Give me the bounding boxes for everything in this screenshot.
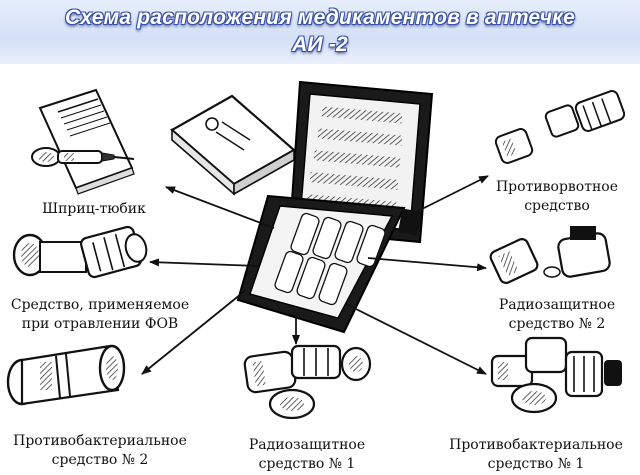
arrow-icon [149, 258, 259, 267]
pill-vial-icon [489, 226, 611, 284]
syringe-tube-icon [31, 147, 135, 167]
arrow-icon [403, 175, 489, 219]
label-syringe-tube: Шприц-тюбик [24, 200, 164, 219]
label-radioprotective-1: Радиозащитное средство № 1 [232, 436, 382, 474]
label-antibac2-line2: средство № 2 [51, 452, 149, 468]
label-fov-line1: Средство, применяемое [10, 297, 190, 313]
label-syringe-text: Шприц-тюбик [42, 201, 146, 217]
page-title-kit-name: АИ -2 [292, 33, 348, 56]
page-title: Схема расположения медикаментов в аптечк… [65, 6, 575, 29]
label-radio1-line2: средство № 1 [258, 456, 356, 472]
pill-vial-icon [12, 225, 148, 279]
label-antibacterial-2: Противобактериальное средство № 2 [0, 432, 200, 470]
label-antiemetic-line1: Противорвотное [495, 179, 619, 195]
label-radio1-line1: Радиозащитное [248, 437, 366, 453]
pill-vial-icon [6, 344, 126, 406]
title-banner [0, 0, 640, 64]
arrow-icon [165, 186, 275, 229]
label-antibacterial-1: Противобактериальное средство № 1 [436, 436, 636, 474]
label-antibac2-line1: Противобактериальное [13, 433, 187, 449]
pill-case-box-icon [170, 94, 296, 196]
label-radio2-line1: Радиозащитное [498, 297, 616, 313]
first-aid-kit-icon [236, 80, 434, 334]
pill-vial-icon [243, 344, 372, 420]
label-radioprotective-2: Радиозащитное средство № 2 [482, 296, 632, 334]
label-fov-antidote: Средство, применяемое при отравлении ФОВ [0, 296, 200, 334]
label-antibac1-line1: Противобактериальное [449, 437, 623, 453]
arrow-icon [141, 289, 247, 375]
label-antiemetic: Противорвотное средство [482, 178, 632, 216]
pill-vial-icon [494, 90, 626, 164]
label-radio2-line2: средство № 2 [508, 316, 606, 332]
arrow-icon [367, 257, 487, 272]
arrow-icon [345, 303, 487, 375]
label-antiemetic-line2: средство [524, 198, 590, 214]
label-fov-line2: при отравлении ФОВ [21, 316, 179, 332]
pill-vial-icon [490, 336, 622, 414]
label-antibac1-line2: средство № 1 [487, 456, 585, 472]
instruction-booklet-icon [38, 88, 135, 195]
